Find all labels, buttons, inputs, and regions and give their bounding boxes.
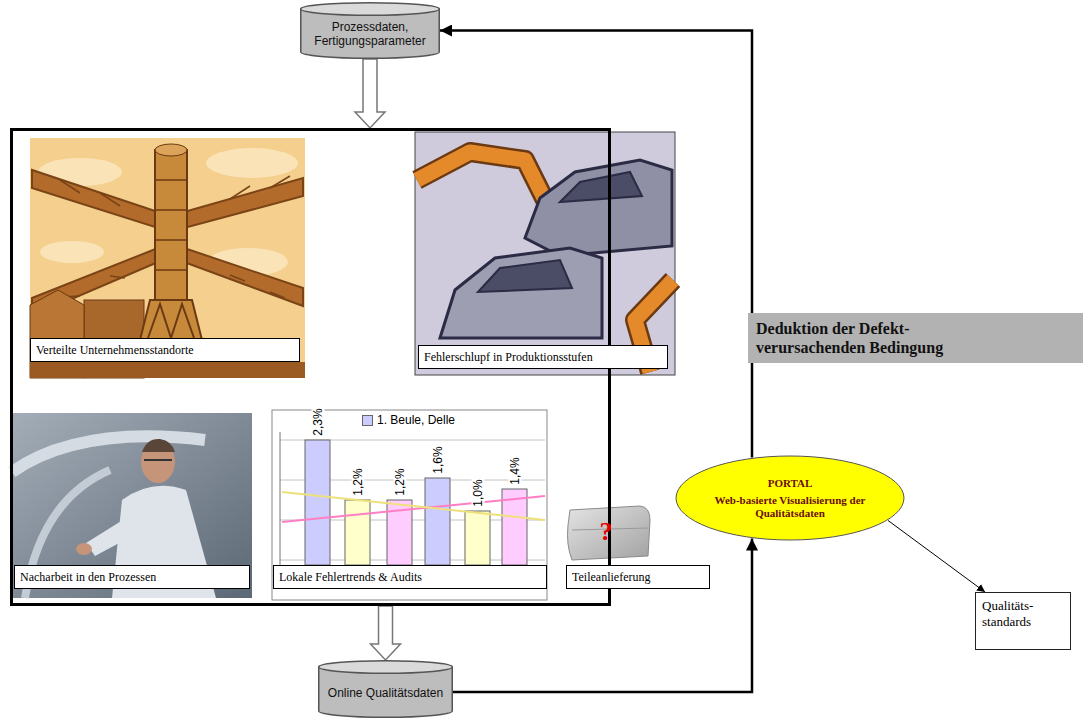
tower-bands (155, 180, 187, 300)
caption-box: Verteilte Unternehmensstandorte (30, 338, 300, 362)
text-block: Fehlerschlupf in Produktionsstufen (424, 349, 662, 365)
robot-arm-outline (417, 152, 545, 200)
worker-photo (12, 413, 252, 598)
hollow-arrow (355, 59, 385, 128)
cylinder-top (301, 3, 440, 16)
worker-hair (142, 439, 175, 452)
text-block: Online Qualitätsdaten (324, 686, 447, 700)
portal-ellipse: PORTAL Web-basierte Visualisierung der Qu… (675, 455, 905, 541)
tower-top (155, 144, 187, 156)
database-cylinder: Online Qualitätsdaten (318, 660, 453, 718)
robot-arm (417, 152, 545, 200)
hollow-arrow (371, 606, 401, 660)
trend-line (282, 492, 545, 520)
bar-value: 1,0% (471, 478, 484, 507)
text-block: Lokale Fehlertrends & Audits (279, 569, 541, 585)
node-text: Qualitäts- standards (982, 598, 1064, 630)
ellipse-fill (676, 456, 904, 540)
caption-box: Teileanlieferung (566, 565, 710, 589)
database-cylinder: Prozessdaten, Fertigungsparameter (300, 2, 440, 59)
cloud (40, 241, 104, 263)
production-illustration (415, 132, 675, 375)
connector-arrow (440, 31, 752, 458)
bar-value: 1,4% (508, 456, 521, 485)
cylinder-top (319, 661, 453, 674)
cloud (206, 148, 298, 178)
cylinder-body (301, 9, 440, 58)
text-block: Teileanlieferung (572, 569, 704, 585)
standards-box: Qualitäts- standards (975, 592, 1071, 650)
car-window (478, 260, 572, 292)
trend-line (282, 496, 545, 522)
edge-label: Deduktion der Defekt- verursachenden Bed… (748, 313, 1083, 363)
cylinder-body (319, 667, 453, 717)
legend-swatch (362, 415, 373, 426)
sky (30, 138, 305, 378)
connector-arrow (453, 539, 752, 692)
node-text: Prozessdaten, Fertigungsparameter (306, 20, 434, 48)
truss (148, 304, 194, 338)
node-text: Nacharbeit in den Prozessen (20, 569, 244, 585)
car-body (525, 160, 672, 256)
process-frame: Verteilte UnternehmensstandorteFehlersch… (10, 128, 611, 606)
chart-area (272, 410, 547, 600)
car-body (440, 248, 602, 338)
legend-item: 1. Beule, Delle (360, 413, 457, 427)
text-block: Verteilte Unternehmensstandorte (36, 342, 294, 358)
caption-box: Lokale Fehlertrends & Audits (273, 565, 547, 589)
text-block: Prozessdaten, Fertigungsparameter (306, 20, 434, 48)
node-heading: PORTAL (707, 477, 873, 490)
background (415, 132, 675, 375)
worker-hand (76, 543, 92, 555)
question-mark: ? (600, 518, 613, 546)
factory-illustration (30, 138, 305, 378)
glasses (144, 459, 172, 461)
connector-arrow (888, 520, 985, 592)
node-text: Web-basierte Visualisierung der Qualität… (707, 494, 873, 520)
car-window (560, 172, 642, 202)
text-block: Nacharbeit in den Prozessen (20, 569, 244, 585)
tower-base (140, 300, 202, 340)
text-block: Qualitäts- standards (982, 598, 1064, 630)
caption-box: Nacharbeit in den Prozessen (14, 565, 250, 589)
node-text: Fehlerschlupf in Produktionsstufen (424, 349, 662, 365)
node-text: Lokale Fehlertrends & Audits (279, 569, 541, 585)
legend-text: 1. Beule, Delle (377, 413, 455, 427)
node-text: Teileanlieferung (572, 569, 704, 585)
ground (30, 362, 305, 378)
bar-value: 2,3% (311, 407, 324, 436)
node-text: Online Qualitätsdaten (324, 686, 447, 700)
photo-background (12, 413, 252, 598)
node-text: Verteilte Unternehmensstandorte (36, 342, 294, 358)
bar-value: 1,6% (431, 445, 444, 474)
bars (305, 440, 527, 565)
bar-chart (272, 410, 547, 600)
bar-value: 1,2% (351, 467, 364, 496)
bar-value: 1,2% (393, 467, 406, 496)
axis (280, 432, 281, 566)
text-block: PORTAL Web-basierte Visualisierung der Qu… (707, 477, 873, 520)
worker-arm (86, 518, 136, 556)
caption-box: Fehlerschlupf in Produktionsstufen (418, 345, 668, 369)
